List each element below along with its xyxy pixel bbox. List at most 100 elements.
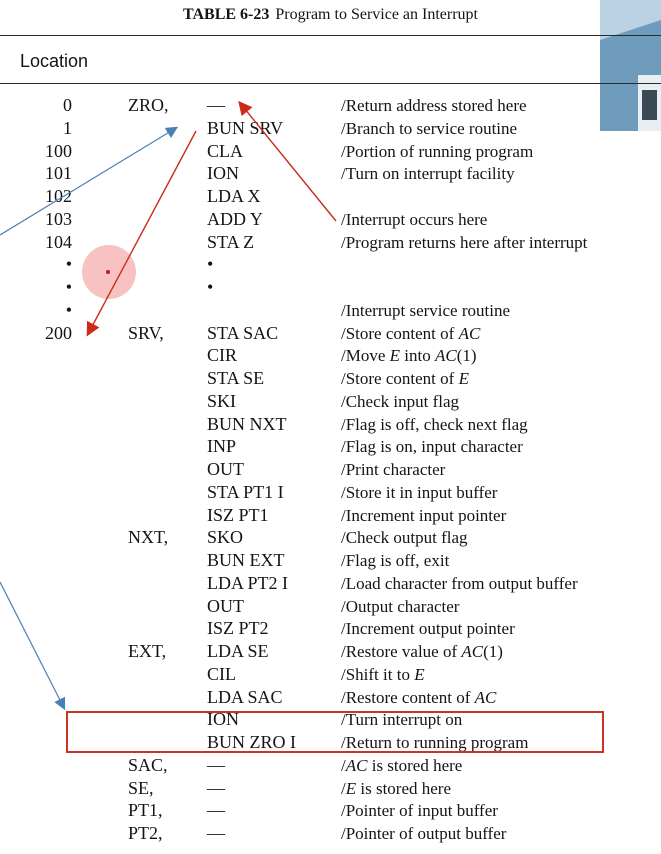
table-row: OUT/Print character <box>0 458 661 481</box>
instruction-cell: ADD Y <box>207 208 263 229</box>
comment-italic: AC <box>434 346 457 366</box>
instruction-cell: • <box>207 277 214 297</box>
comment-text: /Store content of <box>341 369 459 388</box>
table-row: PT2,—/Pointer of output buffer <box>0 822 661 845</box>
comment-text: into <box>400 346 435 366</box>
instruction-cell: — <box>207 95 225 115</box>
instruction-cell: STA Z <box>207 231 255 252</box>
comment-text: /Return address stored here <box>341 96 527 115</box>
comment-text: /Print character <box>341 460 446 479</box>
table-row: STA SE/Store content of E <box>0 367 661 390</box>
comment-italic: E <box>389 346 401 366</box>
comment-cell: /Turn on interrupt facility <box>341 162 515 185</box>
instruction-cell: SKO <box>207 527 244 548</box>
location-cell: • <box>65 299 72 320</box>
comment-cell: /Return to running program <box>341 731 528 754</box>
instruction-cell: ION <box>207 163 239 184</box>
comment-text: /Shift it to <box>341 664 415 684</box>
comment-text: / <box>341 778 346 798</box>
table-number: TABLE 6-23 <box>183 6 270 23</box>
comment-text: /Restore value of <box>341 642 462 661</box>
table-row: ISZ PT1/Increment input pointer <box>0 504 661 527</box>
table-row: STA PT1 I/Store it in input buffer <box>0 481 661 504</box>
symbol-cell: ZRO, <box>128 95 169 115</box>
comment-cell: /Flag is off, exit <box>341 549 449 572</box>
table-row: • /Interrupt service routine <box>0 299 661 322</box>
instruction-cell: CIR <box>207 345 238 366</box>
symbol-cell: SAC, <box>128 754 168 775</box>
comment-cell: /Interrupt service routine <box>341 299 510 322</box>
comment-cell: /AC is stored here <box>341 754 462 777</box>
comment-cell: /Program returns here after interrupt <box>341 231 587 254</box>
comment-text: /Flag is on, input character <box>341 437 523 457</box>
comment-text: is stored here <box>356 778 452 798</box>
instruction-cell: BUN NXT <box>207 413 287 434</box>
location-cell: 103 <box>45 208 72 229</box>
comment-cell: /Restore content of AC <box>341 686 496 709</box>
comment-cell: /E is stored here <box>341 777 451 800</box>
instruction-cell: LDA SE <box>207 641 269 661</box>
symbol-cell: NXT, <box>128 527 169 548</box>
instruction-cell: — <box>207 754 225 775</box>
comment-cell: /Load character from output buffer <box>341 572 578 595</box>
instruction-cell: • <box>207 254 214 275</box>
instruction-cell: BUN EXT <box>207 550 285 570</box>
comment-text: /Interrupt occurs here <box>341 209 488 229</box>
instruction-cell: ISZ PT1 <box>207 504 269 525</box>
instruction-cell: — <box>207 800 225 821</box>
highlight-box <box>66 711 604 753</box>
instruction-cell: ION <box>207 709 239 730</box>
comment-cell: /Store it in input buffer <box>341 481 497 504</box>
instruction-cell: OUT <box>207 459 244 479</box>
instruction-cell: CLA <box>207 140 243 161</box>
comment-text: /Increment input pointer <box>341 505 507 525</box>
table-row: BUN NXT/Flag is off, check next flag <box>0 413 661 436</box>
location-cell: 104 <box>45 231 72 252</box>
comment-cell: /Check output flag <box>341 526 468 549</box>
comment-cell: /Move E into AC(1) <box>341 344 477 367</box>
comment-cell: /Store content of AC <box>341 322 480 345</box>
instruction-cell: ISZ PT2 <box>207 618 269 639</box>
comment-italic: E <box>458 369 469 388</box>
location-cell: 100 <box>45 140 72 161</box>
table-row: BUN EXT/Flag is off, exit <box>0 549 661 572</box>
comment-cell: /Flag is off, check next flag <box>341 413 528 436</box>
comment-cell: /Portion of running program <box>341 140 533 163</box>
table-row: EXT,LDA SE/Restore value of AC(1) <box>0 640 661 663</box>
comment-italic: AC <box>458 323 481 343</box>
symbol-cell: SE, <box>128 777 154 798</box>
comment-text: /Check output flag <box>341 528 468 548</box>
comment-text: /Restore content of <box>341 687 475 707</box>
table-row: NXT, SKO/Check output flag <box>0 526 661 549</box>
comment-text: /Portion of running program <box>341 141 534 161</box>
column-header-location: Location <box>20 51 89 71</box>
instruction-cell: BUN ZRO I <box>207 732 296 752</box>
comment-text: /Interrupt service routine <box>341 300 510 320</box>
comment-cell: /Pointer of output buffer <box>341 822 506 845</box>
table-row: SKI/Check input flag <box>0 390 661 413</box>
comment-cell: /Shift it to E <box>341 663 425 686</box>
comment-text: / <box>341 755 346 775</box>
comment-text: /Check input flag <box>341 391 460 411</box>
instruction-cell: LDA PT2 I <box>207 572 288 593</box>
comment-text: /Program returns here after interrupt <box>341 232 588 252</box>
symbol-cell: SRV, <box>128 322 164 343</box>
instruction-cell: OUT <box>207 595 244 616</box>
comment-text: /Branch to service routine <box>341 118 518 138</box>
table-row: SE,—/E is stored here <box>0 777 661 800</box>
instruction-cell: CIL <box>207 663 236 684</box>
comment-text: is stored here <box>367 755 463 775</box>
table-row: ION/Turn interrupt on <box>0 708 661 731</box>
location-cell: 102 <box>45 186 72 206</box>
thumbnail-graphic <box>600 0 661 131</box>
comment-text: (1) <box>483 642 503 661</box>
table-row: OUT/Output character <box>0 595 661 618</box>
location-cell: • <box>65 254 72 275</box>
comment-text: /Pointer of input buffer <box>341 801 498 821</box>
table-row: 104 STA Z/Program returns here after inte… <box>0 231 661 254</box>
comment-italic: AC <box>345 755 368 775</box>
